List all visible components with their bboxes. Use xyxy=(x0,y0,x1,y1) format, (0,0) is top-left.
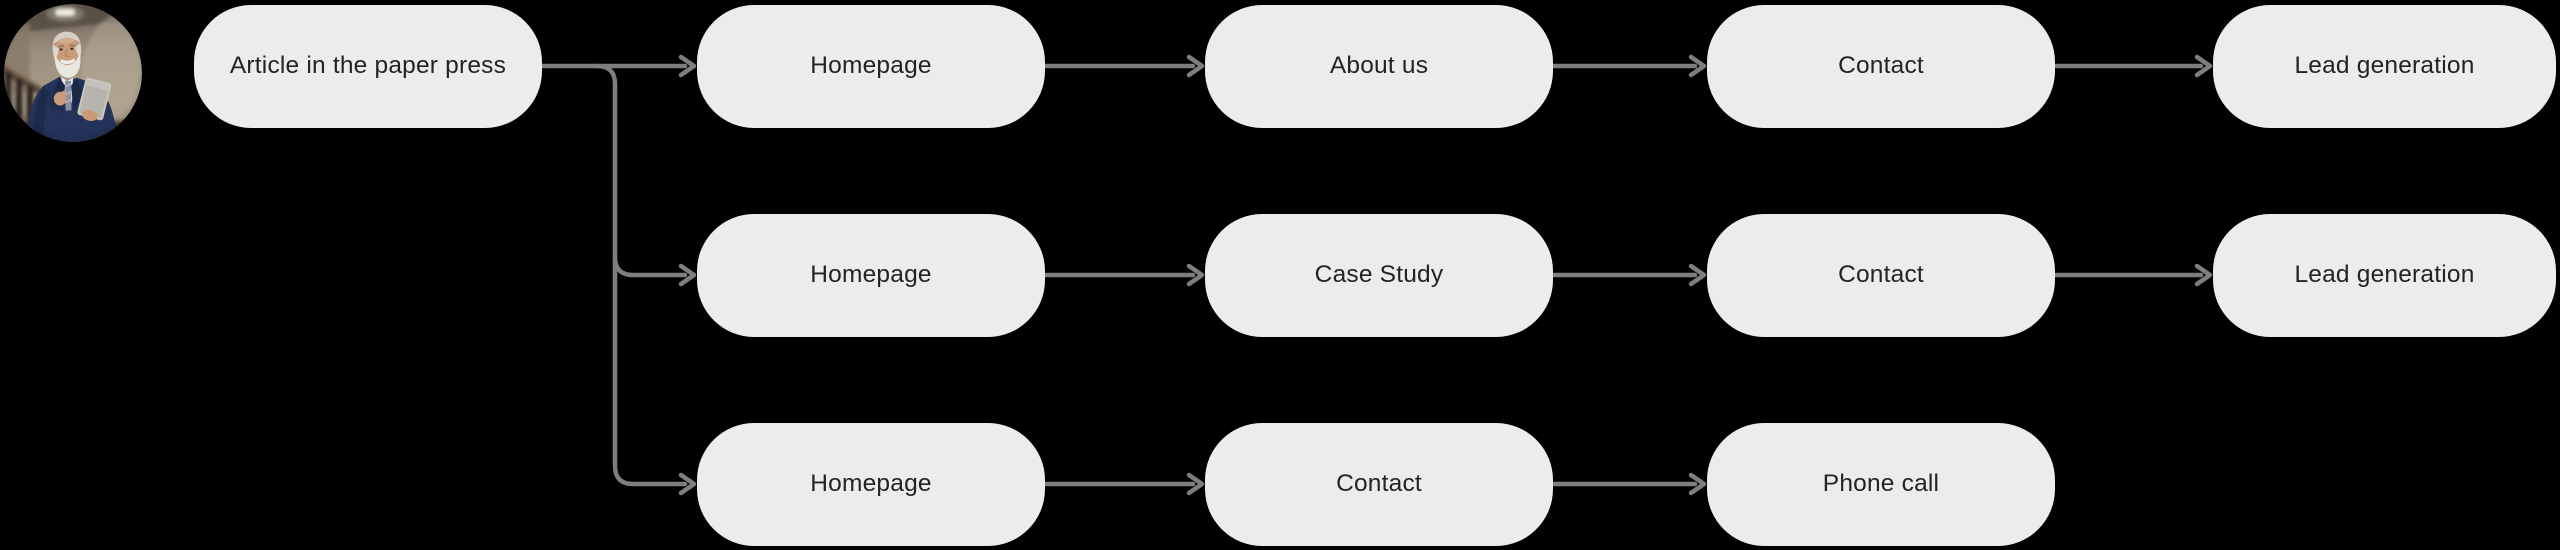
flow-node-label: Contact xyxy=(1336,470,1422,497)
flow-node-label: Contact xyxy=(1838,52,1924,79)
flow-node-contact-1[interactable]: Contact xyxy=(1707,4,2055,128)
flow-node-case-study[interactable]: Case Study xyxy=(1205,213,1553,337)
flow-node-label: Contact xyxy=(1838,261,1924,288)
connector-case-study-contact-2[interactable] xyxy=(1551,263,1707,287)
flow-node-homepage-1[interactable]: Homepage xyxy=(697,4,1045,128)
flow-node-homepage-3[interactable]: Homepage xyxy=(697,422,1045,546)
flow-node-label: Homepage xyxy=(810,52,932,79)
flow-node-label: About us xyxy=(1329,52,1429,79)
flow-node-label: Homepage xyxy=(810,261,932,288)
connector-homepage-1-about-us[interactable] xyxy=(1043,54,1205,78)
flow-node-lead-generation-2[interactable]: Lead generation xyxy=(2213,213,2556,337)
flow-node-contact-2[interactable]: Contact xyxy=(1707,213,2055,337)
flow-node-label: Homepage xyxy=(810,470,932,497)
connector-about-us-contact-1[interactable] xyxy=(1551,54,1707,78)
connector-article-homepage-3[interactable] xyxy=(594,63,697,496)
connector-contact-2-lead-generation-2[interactable] xyxy=(2053,263,2213,287)
flow-node-contact-3[interactable]: Contact xyxy=(1205,422,1553,546)
connector-homepage-2-case-study[interactable] xyxy=(1043,263,1205,287)
flow-node-label: Lead generation xyxy=(2294,261,2475,288)
connector-contact-3-phone-call[interactable] xyxy=(1551,472,1707,496)
flow-node-lead-generation-1[interactable]: Lead generation xyxy=(2213,4,2556,128)
flow-node-article[interactable]: Article in the paper press xyxy=(194,4,542,128)
connector-article-homepage-1[interactable] xyxy=(540,54,697,78)
flow-node-homepage-2[interactable]: Homepage xyxy=(697,213,1045,337)
flow-node-label: Case Study xyxy=(1314,261,1444,288)
connector-contact-1-lead-generation-1[interactable] xyxy=(2053,54,2213,78)
flow-node-label: Lead generation xyxy=(2294,52,2475,79)
flow-node-label: Article in the paper press xyxy=(229,52,507,79)
flow-node-about-us[interactable]: About us xyxy=(1205,4,1553,128)
avatar[interactable] xyxy=(4,4,142,142)
flow-node-label: Phone call xyxy=(1822,470,1940,497)
avatar-photo-illustration xyxy=(4,4,142,142)
flow-node-phone-call[interactable]: Phone call xyxy=(1707,422,2055,546)
connector-homepage-3-contact-3[interactable] xyxy=(1043,472,1205,496)
connector-article-homepage-2[interactable] xyxy=(612,254,697,287)
